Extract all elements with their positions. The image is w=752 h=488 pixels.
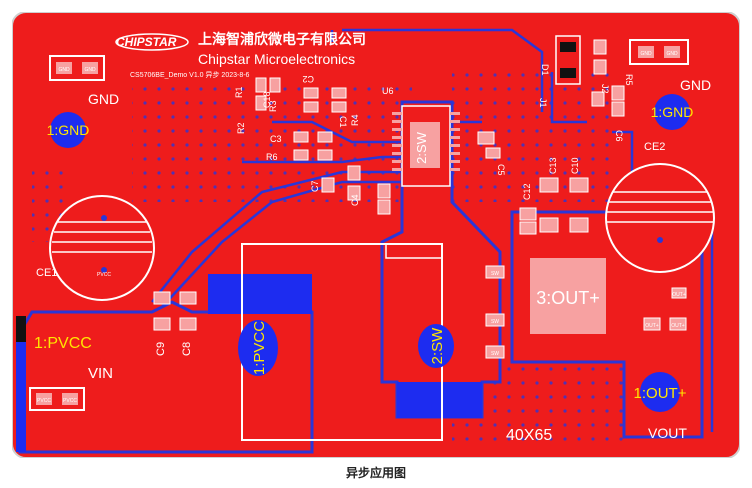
out-pad-label: 3:OUT+ (536, 288, 600, 308)
vin-connector (29, 387, 85, 411)
r5-designator: R5 (624, 74, 634, 86)
connector-pin (56, 62, 72, 74)
out-small-pad-text: OUT+ (672, 292, 686, 298)
pvcc-pad-label: 1:PVCC (34, 335, 92, 352)
c18-designator: C18 (262, 91, 272, 108)
gnd-pin-label: GND (58, 67, 70, 73)
r3-designator: R3 (268, 100, 278, 112)
vin-pin-label: PVCC (37, 398, 51, 404)
sw-testpad-label: 2:SW (429, 327, 446, 365)
c8-designator: C8 (181, 342, 193, 356)
pvcc-left-edge-black (16, 316, 26, 342)
gnd-testpad-right (654, 94, 690, 130)
gnd-connector-left (49, 55, 105, 81)
board-part-line: CS5706BE_Demo V1.0 异步 2023-8-6 (130, 71, 250, 79)
c3-designator: C3 (270, 134, 282, 144)
c7-designator: C7 (310, 180, 320, 192)
ce1-designator: CE1 (36, 267, 57, 279)
d1-pad (560, 42, 576, 52)
pvcc-big-label: 1:PVCC (251, 321, 268, 375)
vout-label: VOUT (648, 425, 687, 441)
gnd-label-left: GND (88, 91, 119, 107)
c6-designator: C6 (614, 130, 624, 142)
gnd-label-right: GND (680, 77, 711, 93)
sw-small-pad-text: SW (491, 319, 499, 325)
u6-sw-label: 2:SW (414, 131, 429, 164)
j1-designator: J1 (538, 98, 548, 108)
gnd-testpad-left (50, 112, 86, 148)
vin-label: VIN (88, 365, 113, 382)
c4-designator: C4 (350, 194, 360, 206)
gnd-pin-label: GND (640, 51, 652, 57)
sw-small-pad-text: SW (491, 271, 499, 277)
ce1-capacitor: PVCC (49, 195, 155, 301)
out-pad-large (530, 258, 606, 334)
ce2-designator: CE2 (644, 141, 665, 153)
c10-designator: C10 (570, 157, 580, 174)
c1-designator: C1 (338, 116, 348, 128)
sw-blue-copper (397, 382, 482, 418)
c5-designator: C5 (496, 164, 506, 176)
c8-c9-caps (153, 291, 197, 331)
ce1-pvcc-pad: PVCC (97, 272, 111, 278)
smd-components (255, 39, 687, 359)
out-small-pad-text: OUT+ (671, 323, 685, 329)
pcb-layout-diagram: 3:OUT+ CHIPSTAR 上海智浦欣微电子有限公司 Chipstar Mi… (12, 12, 740, 458)
vin-pin-label: PVCC (63, 398, 77, 404)
c12-designator: C12 (522, 183, 532, 200)
c2-designator: C2 (302, 74, 314, 84)
connector-pin (82, 62, 98, 74)
gnd-pin-label: GND (84, 67, 96, 73)
connector-pin (664, 46, 680, 58)
sw-silk-outline (385, 243, 443, 259)
ce2-capacitor (605, 163, 715, 273)
r6-designator: R6 (266, 152, 278, 162)
gnd-connector-right (629, 39, 689, 65)
r1-designator: R1 (234, 86, 244, 98)
logo-text: CHIPSTAR (116, 35, 177, 49)
board-size-label: 40X65 (506, 427, 552, 444)
pvcc-left-edge-copper (16, 342, 26, 452)
connector-pin (638, 46, 654, 58)
connector-pin (36, 393, 52, 405)
c9-designator: C9 (155, 342, 167, 356)
figure-caption: 异步应用图 (345, 466, 406, 480)
connector-pin (62, 393, 78, 405)
gnd-testpad-right-label: 1:GND (651, 104, 694, 120)
company-name-cn: 上海智浦欣微电子有限公司 (198, 31, 366, 47)
u6-ic (392, 105, 460, 187)
d1-pad (560, 68, 576, 78)
u6-designator: U6 (382, 86, 394, 96)
c13-designator: C13 (548, 157, 558, 174)
gnd-testpad-left-label: 1:GND (47, 122, 90, 138)
r4-designator: R4 (350, 114, 360, 126)
d1-designator: D1 (540, 64, 550, 76)
traces (151, 28, 714, 432)
chipstar-logo: CHIPSTAR (115, 33, 189, 51)
j2-designator: J2 (600, 84, 610, 94)
r2-designator: R2 (236, 122, 246, 134)
gnd-pin-label: GND (666, 51, 678, 57)
sw-testpad (418, 324, 454, 368)
out-testpad (640, 372, 680, 412)
company-name-en: Chipstar Microelectronics (198, 51, 355, 67)
pvcc-blue-copper (208, 274, 312, 314)
out-small-pad-text: OUT+ (645, 323, 659, 329)
pvcc-testpad-big (238, 320, 278, 376)
sw-small-pad-text: SW (491, 351, 499, 357)
out-testpad-label: 1:OUT+ (634, 385, 687, 402)
